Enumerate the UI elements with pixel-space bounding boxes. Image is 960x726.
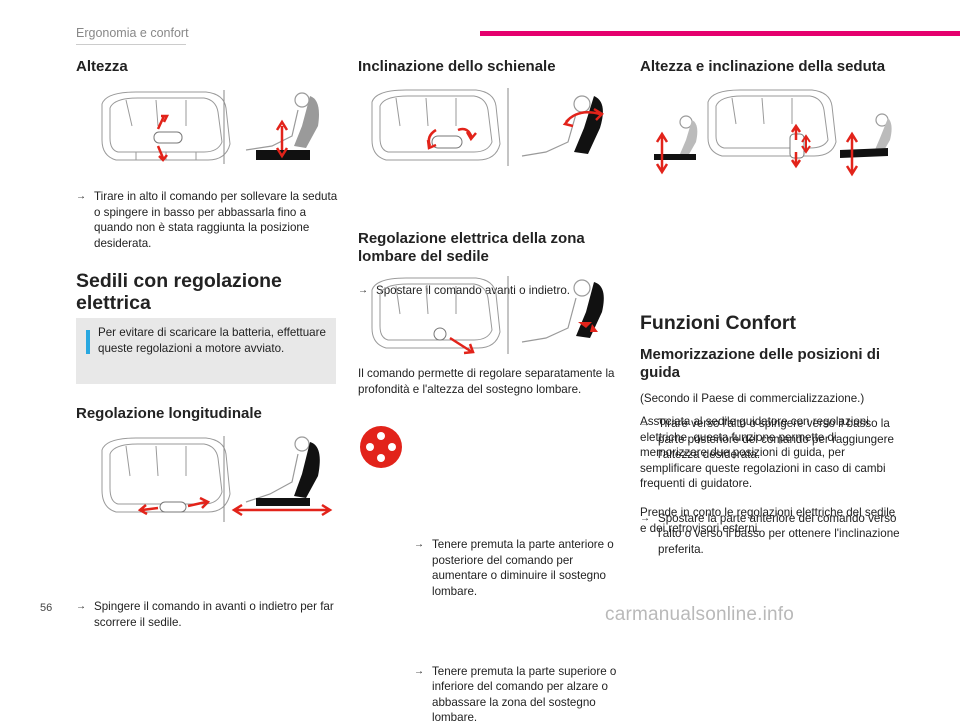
figure-lumbar: [368, 272, 618, 358]
accent-bar: [480, 31, 960, 36]
confort-paragraph-2: Prende in conto le regolazioni elettrich…: [640, 506, 896, 535]
figure-backrest-recline: [368, 84, 618, 170]
heading-inclinazione: Inclinazione dello schienale: [358, 58, 556, 75]
info-icon: [86, 330, 90, 354]
seduta-bullet-1: Tirare verso l'alto o spingere verso il …: [640, 416, 914, 463]
lombare-bullet-1: Tenere premuta la parte anteriore o post…: [414, 537, 628, 599]
figure-seat-longitudinal: [96, 432, 336, 526]
heading-seduta: Altezza e inclinazione della seduta: [640, 58, 886, 75]
confort-paragraph-1: Associata al sedile guidatore con regola…: [640, 415, 886, 491]
section-title: Ergonomia e confort: [76, 26, 189, 40]
heading-memorizzazione: Memorizzazione delle posizioni di guida: [640, 346, 881, 381]
inclinazione-instruction: Spostare il comando avanti o indietro.: [358, 283, 626, 299]
heading-longitudinale: Regolazione longitudinale: [76, 405, 262, 422]
battery-note-text: Per evitare di scaricare la batteria, ef…: [98, 326, 326, 355]
seduta-bullet-2: Spostare la parte anteriore del comando …: [640, 511, 914, 558]
lombare-bullet-2: Tenere premuta la parte superiore o infe…: [414, 664, 628, 726]
watermark: carmanualsonline.info: [605, 604, 795, 625]
lumbar-control-icon: [360, 426, 402, 468]
lombare-intro: Il comando permette di regolare separata…: [358, 367, 615, 396]
battery-note: [76, 318, 336, 384]
figure-seat-height: [96, 86, 336, 168]
heading-sedili-elettrici: Sedili con regolazione elettrica: [76, 270, 282, 314]
heading-lombare: Regolazione elettrica della zona lombare…: [358, 230, 585, 265]
heading-funzioni-confort: Funzioni Confort: [640, 312, 796, 334]
heading-altezza: Altezza: [76, 58, 128, 75]
figure-seat-height-tilt: [644, 84, 894, 178]
altezza-instruction: Tirare in alto il comando per sollevare …: [76, 189, 340, 251]
country-note: (Secondo il Paese di commercializzazione…: [640, 392, 865, 405]
page-number: 56: [40, 602, 53, 614]
longitudinale-instruction: Spingere il comando in avanti o indietro…: [76, 599, 344, 630]
header-rule: [76, 44, 186, 45]
